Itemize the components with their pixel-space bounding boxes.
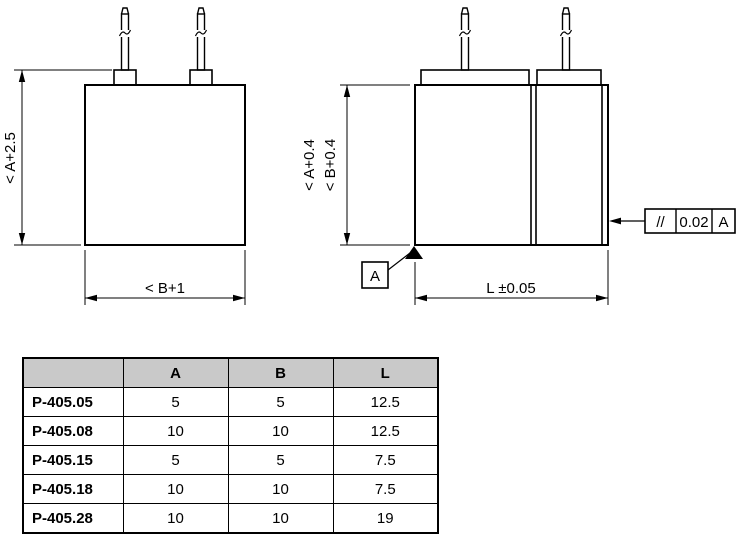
arrowhead xyxy=(596,294,608,302)
value-b: 10 xyxy=(227,474,334,504)
parallelism-callout xyxy=(609,208,736,234)
header-name xyxy=(22,357,124,388)
dim-width-left xyxy=(84,250,246,305)
parallelism-symbol: // xyxy=(656,214,665,231)
arrowhead xyxy=(18,70,26,82)
dim-height-left xyxy=(14,69,112,246)
dim-height-right xyxy=(340,84,410,246)
dim-label-b04: < B+0.4 xyxy=(322,139,339,192)
table-row: P-405.15 5 5 7.5 xyxy=(22,445,439,475)
fcf-frame xyxy=(644,208,736,234)
lead-body xyxy=(196,13,206,71)
value-l: 12.5 xyxy=(332,416,439,446)
lead-tip xyxy=(561,7,571,15)
value-l: 19 xyxy=(332,503,439,534)
header-b: B xyxy=(227,357,334,388)
header-a: A xyxy=(122,357,229,388)
lead-tip xyxy=(196,7,206,15)
part-number: P-405.15 xyxy=(22,445,124,475)
value-b: 5 xyxy=(227,387,334,417)
body-outline xyxy=(84,84,246,246)
lead-seat xyxy=(189,69,213,86)
top-strip xyxy=(420,69,530,86)
lead-seat xyxy=(113,69,137,86)
datum-box xyxy=(361,261,389,289)
value-b: 10 xyxy=(227,416,334,446)
datum-label: A xyxy=(370,268,380,285)
dim-label-height-left: < A+2.5 xyxy=(2,132,19,184)
value-a: 5 xyxy=(122,445,229,475)
value-l: 7.5 xyxy=(332,445,439,475)
arrowhead xyxy=(609,217,621,225)
lead-tip xyxy=(120,7,130,15)
arrowhead xyxy=(415,294,427,302)
header-l: L xyxy=(332,357,439,388)
dimension-table: A B L P-405.05 5 5 12.5 P-405.08 10 10 1… xyxy=(22,357,439,534)
value-a: 10 xyxy=(122,503,229,534)
arrowhead xyxy=(233,294,245,302)
arrowhead xyxy=(18,233,26,245)
lead-body xyxy=(120,13,130,71)
value-a: 10 xyxy=(122,474,229,504)
arrowhead xyxy=(85,294,97,302)
arrowhead xyxy=(343,85,351,97)
lead-body xyxy=(561,13,571,71)
table-header-row: A B L xyxy=(22,357,439,388)
value-a: 10 xyxy=(122,416,229,446)
part-number: P-405.18 xyxy=(22,474,124,504)
table-row: P-405.05 5 5 12.5 xyxy=(22,387,439,417)
break-symbol xyxy=(458,29,472,37)
value-l: 12.5 xyxy=(332,387,439,417)
dim-label-width-left: < B+1 xyxy=(145,280,185,297)
top-strip xyxy=(536,69,602,86)
lead-body xyxy=(460,13,470,71)
datum-triangle xyxy=(405,246,423,259)
body-outline xyxy=(414,84,609,246)
lead-wire xyxy=(559,7,573,71)
front-view xyxy=(84,7,246,246)
dim-label-a04: < A+0.4 xyxy=(301,139,318,191)
break-symbol xyxy=(118,29,132,37)
part-number: P-405.08 xyxy=(22,416,124,446)
value-b: 10 xyxy=(227,503,334,534)
part-number: P-405.05 xyxy=(22,387,124,417)
table-row: P-405.28 10 10 19 xyxy=(22,503,439,534)
value-b: 5 xyxy=(227,445,334,475)
fcf-datum-ref: A xyxy=(718,214,728,231)
lead-wire xyxy=(194,7,208,71)
side-view xyxy=(414,7,609,246)
break-symbol xyxy=(559,29,573,37)
part-number: P-405.28 xyxy=(22,503,124,534)
value-l: 7.5 xyxy=(332,474,439,504)
dim-length xyxy=(414,250,609,305)
fcf-tolerance: 0.02 xyxy=(679,214,708,231)
break-symbol xyxy=(194,29,208,37)
drawing-area: < A+2.5 < B+1 xyxy=(2,7,736,305)
lead-wire xyxy=(118,7,132,71)
datum-leader xyxy=(387,252,411,271)
lead-wire xyxy=(458,7,472,71)
lead-tip xyxy=(460,7,470,15)
table-row: P-405.18 10 10 7.5 xyxy=(22,474,439,504)
dim-label-length: L ±0.05 xyxy=(486,280,535,297)
arrowhead xyxy=(343,233,351,245)
value-a: 5 xyxy=(122,387,229,417)
table-row: P-405.08 10 10 12.5 xyxy=(22,416,439,446)
datum-feature xyxy=(361,246,423,289)
